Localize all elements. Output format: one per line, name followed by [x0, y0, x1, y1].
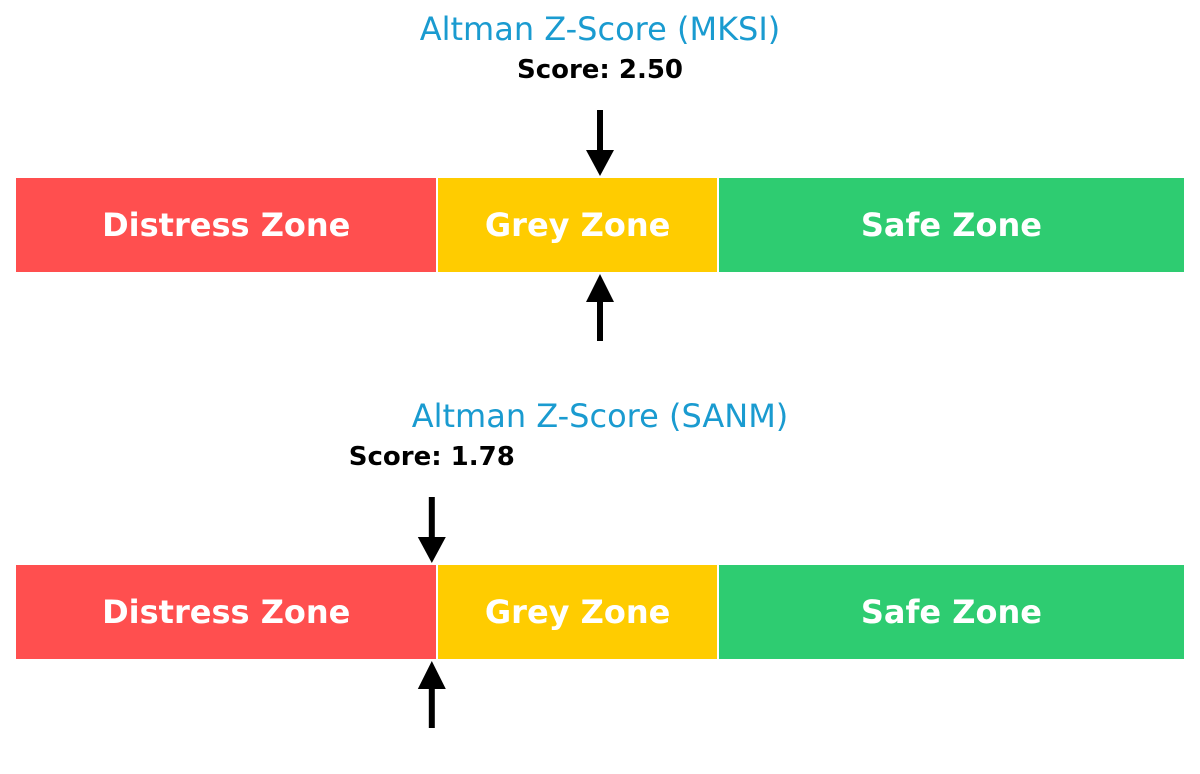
score-arrow-down	[586, 110, 614, 176]
zone-safe: Safe Zone	[716, 178, 1184, 272]
zone-safe: Safe Zone	[716, 565, 1184, 659]
score-arrow-up	[417, 661, 446, 728]
score-arrows	[417, 497, 446, 728]
score-label: Score: 1.78	[348, 442, 515, 472]
zone-grey: Grey Zone	[436, 565, 717, 659]
score-arrows	[586, 110, 614, 341]
zone-grey: Grey Zone	[436, 178, 717, 272]
zscore-gauge-sanm: Altman Z-Score (SANM) Score: 1.78 Distre…	[0, 387, 1200, 774]
score-label: Score: 2.50	[516, 55, 684, 85]
zone-bar: Distress Zone Grey Zone Safe Zone	[16, 178, 1184, 272]
zone-bar: Distress Zone Grey Zone Safe Zone	[16, 565, 1184, 659]
chart-title: Altman Z-Score (MKSI)	[419, 10, 781, 48]
chart-title: Altman Z-Score (SANM)	[411, 397, 789, 435]
score-arrow-down	[417, 497, 446, 563]
score-arrow-up	[586, 274, 614, 341]
zone-distress: Distress Zone	[16, 565, 437, 659]
zscore-gauge-mksi: Altman Z-Score (MKSI) Score: 2.50 Distre…	[16, 10, 1184, 341]
zone-distress: Distress Zone	[16, 178, 437, 272]
